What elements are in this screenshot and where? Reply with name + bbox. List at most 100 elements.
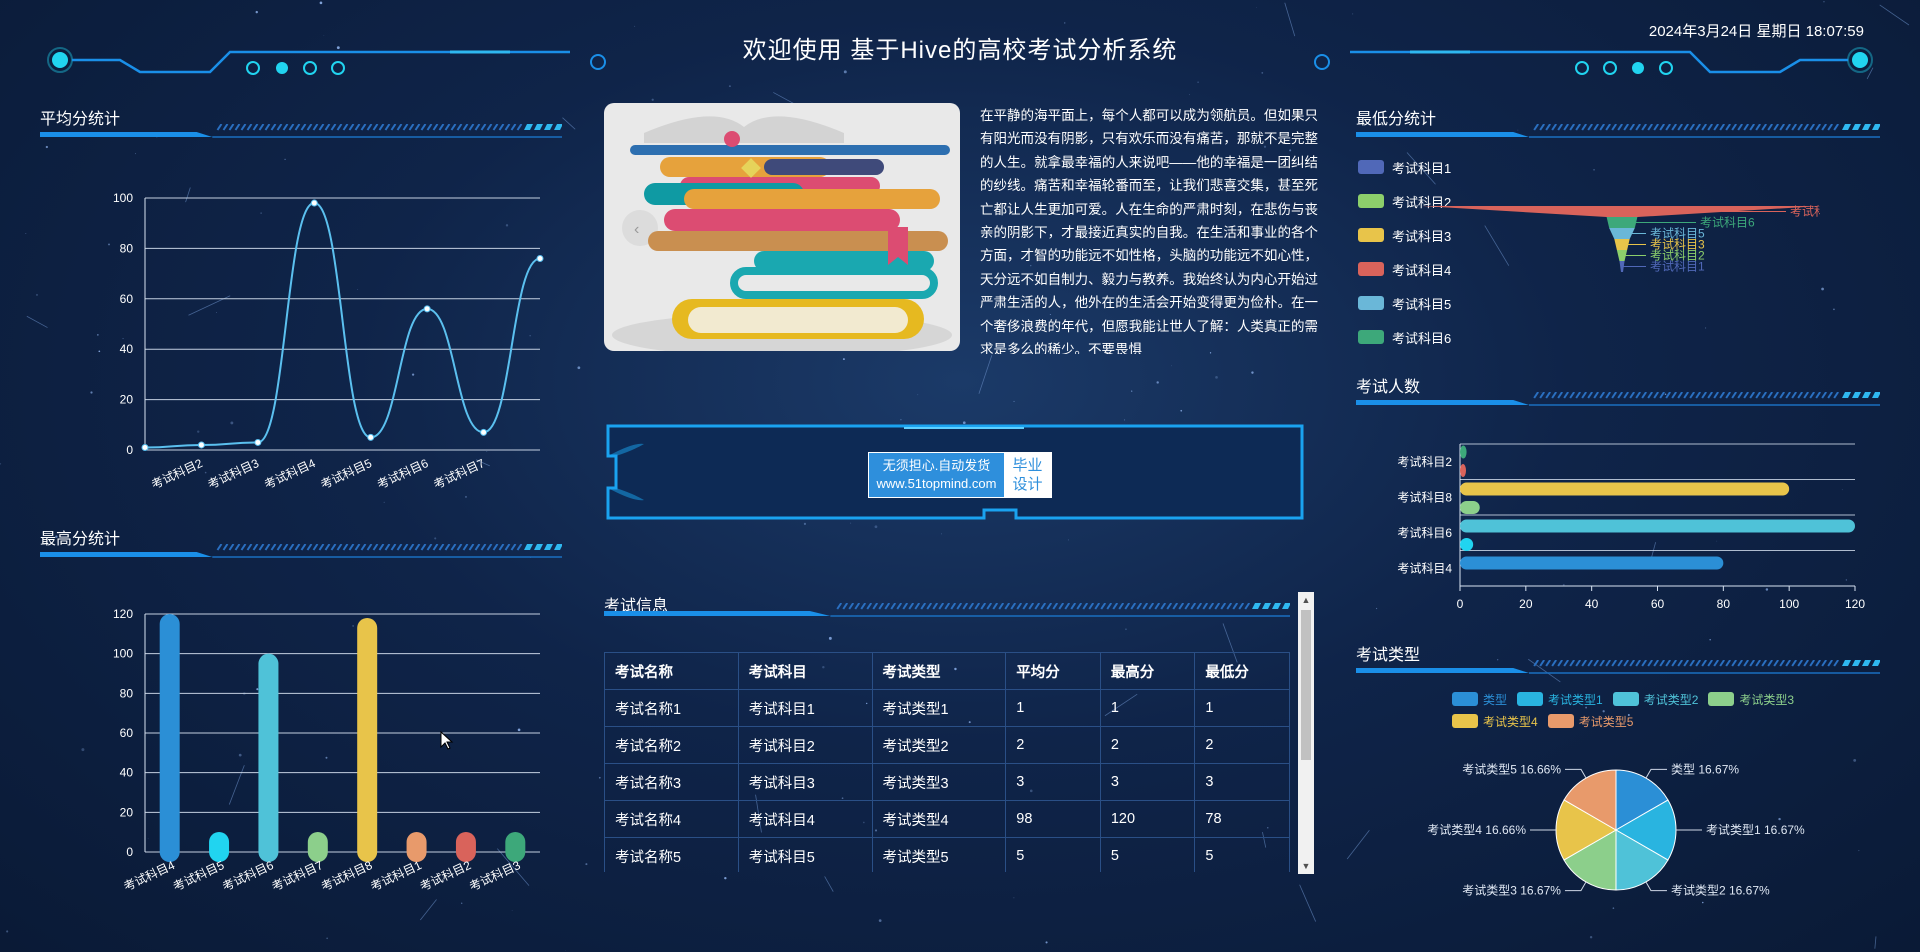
title-bar-hatch	[414, 124, 421, 131]
bar	[1460, 556, 1724, 570]
title-bar-hatch	[1617, 660, 1623, 667]
bar	[406, 832, 427, 862]
title-bar-hatch	[1208, 603, 1215, 610]
legend-item[interactable]: 考试类型1	[1517, 688, 1603, 710]
title-bar-chevron	[1862, 124, 1871, 130]
title-bar-hatch	[480, 544, 487, 551]
bar	[159, 614, 180, 862]
title-bar-hatch	[372, 124, 379, 131]
title-bar-hatch	[884, 603, 891, 610]
title-bar-hatch	[1653, 392, 1659, 399]
star-dot	[1593, 169, 1595, 171]
title-bar-hatch	[264, 544, 271, 551]
title-bar-hatch	[956, 603, 963, 610]
star-dot	[1125, 628, 1127, 631]
title-bar-hatch	[402, 544, 409, 551]
title-bar-hatch	[1749, 392, 1755, 399]
title-bar-hatch	[1653, 660, 1659, 667]
legend-item[interactable]: 考试科目4	[1358, 252, 1451, 286]
pie-label: 考试类型2 16.67%	[1671, 883, 1770, 898]
title-bar-hatch	[992, 603, 999, 610]
title-bar-hatch	[986, 603, 993, 610]
title-bar-hatch	[1707, 124, 1713, 131]
title-bar-hatch	[1785, 124, 1791, 131]
title-bar-hatch	[1725, 660, 1731, 667]
title-bar-hatch	[1052, 603, 1059, 610]
table-cell: 5	[1194, 837, 1290, 872]
title-bar-chevron	[1872, 124, 1880, 130]
legend-item[interactable]: 考试类型2	[1612, 688, 1698, 710]
star-dot	[1375, 607, 1378, 610]
title-bar-hatch	[474, 124, 481, 131]
title-bar-hatch	[1743, 392, 1749, 399]
title-bar-hatch	[1635, 124, 1641, 131]
exam-count-title: 考试人数	[1356, 379, 1421, 396]
title-bar-hatch	[1545, 124, 1551, 131]
legend-item[interactable]: 考试类型3	[1708, 688, 1794, 710]
legend-item[interactable]: 考试科目3	[1358, 218, 1451, 252]
x-tick-label: 考试科目8	[319, 857, 375, 894]
scroll-thumb[interactable]	[1301, 610, 1311, 760]
title-bar-hatch	[1022, 603, 1029, 610]
title-bar-hatch	[1749, 124, 1755, 131]
title-bar-hatch	[1695, 392, 1701, 399]
title-bar-hatch	[378, 124, 385, 131]
table-scrollbar[interactable]: ▲ ▼	[1298, 592, 1314, 874]
legend-swatch	[1358, 262, 1384, 276]
star-dot	[1215, 376, 1218, 379]
scroll-up-arrow-icon[interactable]: ▲	[1301, 595, 1311, 605]
title-bar-hatch	[1671, 124, 1677, 131]
title-bar-hatch	[444, 124, 451, 131]
legend-item[interactable]: 考试科目2	[1358, 184, 1451, 218]
title-bar-hatch	[504, 544, 511, 551]
legend-item[interactable]: 考试科目6	[1358, 320, 1451, 354]
funnel-layer	[1606, 217, 1638, 228]
title-bar-hatch	[1635, 392, 1641, 399]
title-bar-hatch	[444, 544, 451, 551]
legend-item[interactable]: 考试类型5	[1547, 710, 1633, 732]
legend-item[interactable]: 类型	[1452, 688, 1507, 710]
y-tick-label: 考试科目4	[1397, 560, 1452, 575]
title-bar-hatch	[408, 544, 415, 551]
title-bar-hatch	[1773, 124, 1779, 131]
title-bar-hatch	[1557, 392, 1563, 399]
title-bar-hatch	[1767, 124, 1773, 131]
star-dot	[383, 501, 385, 504]
scroll-down-arrow-icon[interactable]: ▼	[1301, 861, 1311, 871]
title-bar-chevron	[1252, 603, 1261, 609]
legend-item[interactable]: 考试类型4	[1452, 710, 1538, 732]
title-bar-hatch	[516, 124, 523, 131]
star-dot	[1013, 897, 1015, 899]
advert-line3: 毕业	[1012, 457, 1043, 474]
title-bar-hatch	[842, 603, 849, 610]
table-cell: 考试科目4	[737, 800, 873, 838]
x-tick-label: 20	[1519, 597, 1533, 611]
star-line	[1879, 4, 1910, 26]
title-bar-chevron	[544, 544, 553, 550]
title-bar-hatch	[1689, 660, 1695, 667]
title-bar-chevron	[1852, 660, 1861, 666]
title-bar-hatch	[1683, 392, 1689, 399]
legend-item[interactable]: 考试科目5	[1358, 286, 1451, 320]
title-bar-hatch	[1220, 603, 1227, 610]
title-bar-hatch	[1707, 392, 1713, 399]
advert-box[interactable]: 无须担心.自动发货 www.51topmind.com 毕业 设计	[868, 452, 1052, 498]
title-bar-hatch	[1545, 392, 1551, 399]
title-bar-hatch	[450, 544, 457, 551]
star-line	[1346, 829, 1370, 860]
title-bar-hatch	[468, 124, 475, 131]
title-bar-hatch	[282, 544, 289, 551]
legend-label: 考试科目6	[1392, 330, 1452, 346]
title-bar-hatch	[336, 544, 343, 551]
title-bar-chevron	[544, 124, 553, 130]
legend-item[interactable]: 考试科目1	[1358, 150, 1451, 184]
star-dot	[1589, 936, 1593, 939]
title-bar-hatch	[1569, 124, 1575, 131]
title-bar-chevron	[1862, 392, 1871, 398]
